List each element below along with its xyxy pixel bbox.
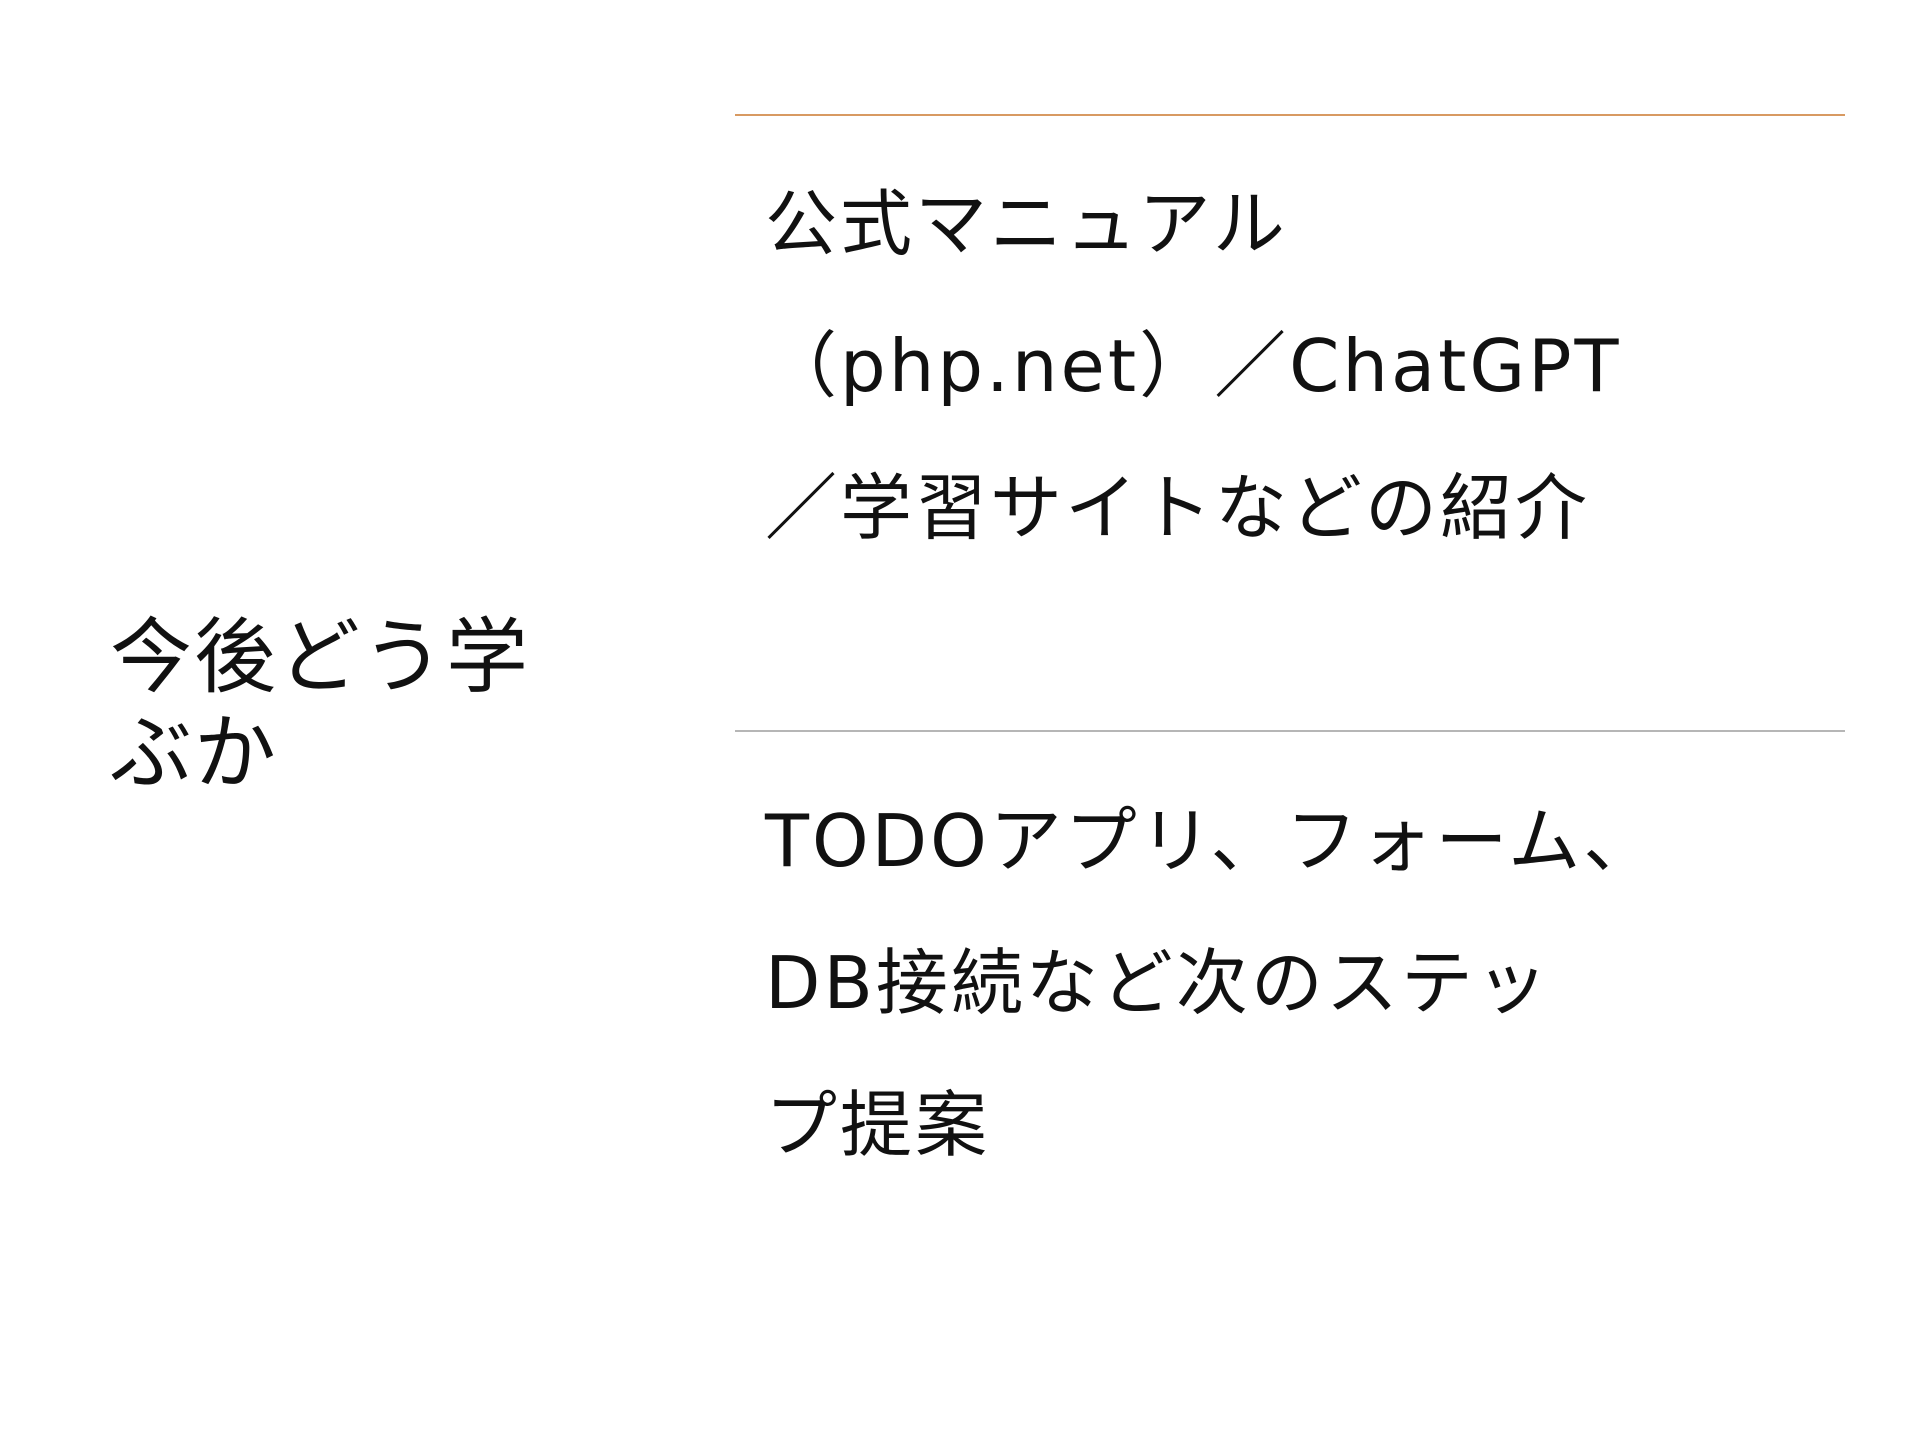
slide-title: 今後どう学 ぶか — [110, 610, 531, 801]
learning-resources-text: 公式マニュアル （php.net）／ChatGPT ／学習サイトなどの紹介 — [765, 182, 1622, 550]
section-divider — [735, 730, 1845, 732]
next-steps-text: TODOアプリ、フォーム、 DB接続など次のステッ プ提案 — [765, 799, 1659, 1167]
accent-divider — [735, 114, 1845, 116]
